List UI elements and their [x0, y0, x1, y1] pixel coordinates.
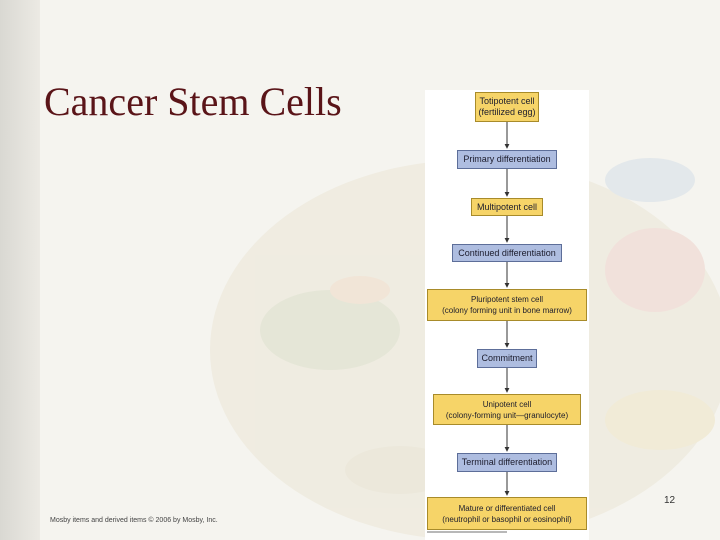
- step-terminal-differentiation: Terminal differentiation: [457, 453, 557, 472]
- step-totipotent-cell: Totipotent cell (fertilized egg): [475, 92, 539, 122]
- faded-nucleus-red: [605, 228, 705, 312]
- faded-organelle-yellow: [605, 390, 715, 450]
- footer-copyright: Mosby items and derived items © 2006 by …: [50, 517, 218, 524]
- step-multipotent-cell: Multipotent cell: [471, 198, 543, 216]
- left-decor-bar: [0, 0, 40, 540]
- faded-organelle-blue: [605, 158, 695, 202]
- flowchart-arrows: [504, 122, 510, 496]
- faded-organelle-orange: [330, 276, 390, 304]
- slide-title: Cancer Stem Cells: [44, 79, 342, 124]
- differentiation-flowchart: Totipotent cell (fertilized egg) Primary…: [425, 90, 589, 540]
- step-unipotent-cell: Unipotent cell (colony-forming unit—gran…: [433, 394, 581, 425]
- slide-number: 12: [664, 495, 676, 506]
- step-mature-differentiated-cell: Mature or differentiated cell (neutrophi…: [427, 497, 587, 530]
- faded-organelle-green: [260, 290, 400, 370]
- step-commitment: Commitment: [477, 349, 537, 368]
- step-pluripotent-stem-cell: Pluripotent stem cell (colony forming un…: [427, 289, 587, 321]
- step-primary-differentiation: Primary differentiation: [457, 150, 557, 169]
- figure-credit-line: [427, 531, 507, 533]
- step-continued-differentiation: Continued differentiation: [452, 244, 562, 262]
